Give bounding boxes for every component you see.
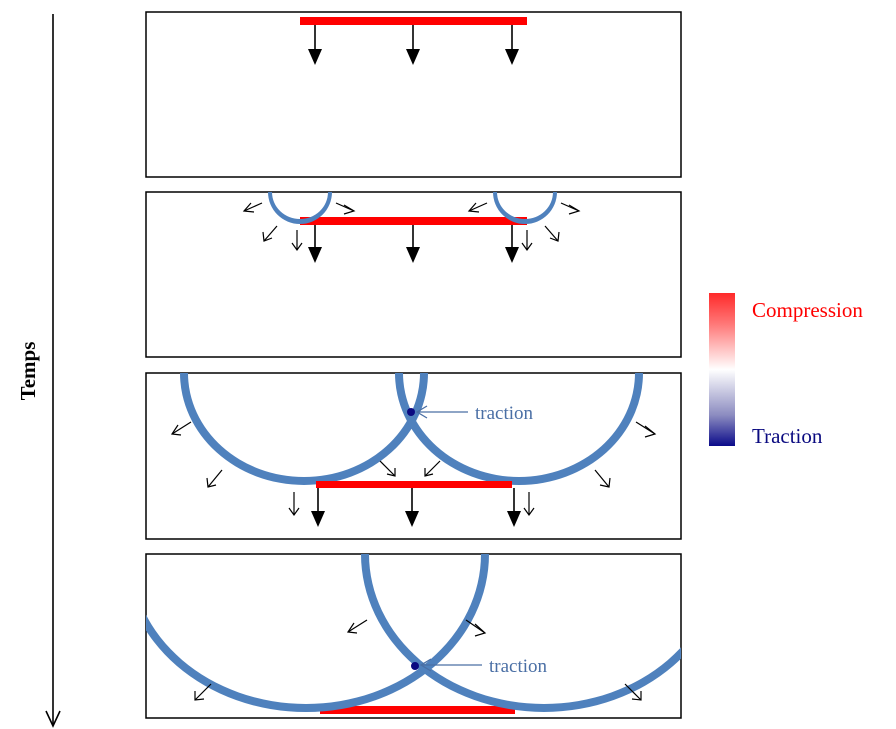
- down-arrow-2a: [308, 225, 322, 263]
- time-axis-label: Temps: [16, 342, 40, 401]
- legend-compression-label: Compression: [752, 298, 863, 322]
- wave-arrow: [560, 202, 581, 215]
- wave-arrow: [206, 469, 223, 488]
- wavefront-left: [146, 554, 489, 712]
- wavefront-left: [180, 373, 428, 485]
- wavefront-right: [361, 554, 681, 712]
- wave-arrow: [335, 202, 356, 215]
- wave-arrow: [465, 619, 487, 637]
- wave-arrow: [467, 202, 488, 213]
- traction-pointer: [419, 658, 482, 672]
- wave-arrow: [521, 230, 533, 252]
- down-arrow-3a: [311, 488, 325, 527]
- panel-4-frame: [145, 553, 682, 719]
- panel-3: traction: [145, 372, 682, 540]
- time-axis-arrowhead: [45, 710, 61, 728]
- legend: Compression Traction: [709, 293, 863, 448]
- panel-3-frame: [145, 372, 682, 540]
- wavefront-right: [493, 192, 557, 224]
- traction-point: [407, 408, 415, 416]
- panel-1-frame: [145, 11, 682, 178]
- wave-arrow: [194, 683, 212, 701]
- panel-1: [145, 11, 682, 178]
- wave-arrow: [262, 225, 278, 242]
- compression-bar-1: [300, 17, 527, 25]
- wavefront-left: [268, 192, 332, 224]
- time-axis: Temps: [16, 14, 61, 728]
- wave-arrow: [346, 619, 368, 634]
- wave-arrow: [291, 230, 303, 252]
- down-arrow-3c: [507, 488, 521, 527]
- compression-bar-3: [316, 481, 512, 488]
- legend-traction-label: Traction: [752, 424, 823, 448]
- traction-annotation: traction: [489, 656, 548, 677]
- wave-arrow: [170, 421, 192, 436]
- wave-arrow: [242, 202, 263, 213]
- wave-arrow: [624, 683, 642, 701]
- wave-arrow: [594, 469, 611, 488]
- down-arrow-3b: [405, 488, 419, 527]
- panel-4: traction: [145, 553, 682, 719]
- wave-arrow: [288, 492, 300, 517]
- wave-arrow: [424, 460, 441, 477]
- compression-bar-4: [320, 706, 515, 714]
- compression-bar-2: [300, 217, 527, 225]
- wave-arrow: [635, 421, 657, 438]
- wave-arrow: [523, 492, 535, 517]
- down-arrow-1c: [505, 25, 519, 65]
- traction-point: [411, 662, 419, 670]
- panel-2-frame: [145, 191, 682, 358]
- down-arrow-2b: [406, 225, 420, 263]
- wave-arrow: [379, 460, 396, 477]
- down-arrow-1b: [406, 25, 420, 65]
- traction-pointer: [415, 405, 468, 419]
- wave-arrow: [544, 225, 560, 242]
- legend-colorbar: [709, 293, 735, 446]
- panel-2: [145, 191, 682, 358]
- traction-annotation: traction: [475, 403, 534, 424]
- down-arrow-1a: [308, 25, 322, 65]
- down-arrow-2c: [505, 225, 519, 263]
